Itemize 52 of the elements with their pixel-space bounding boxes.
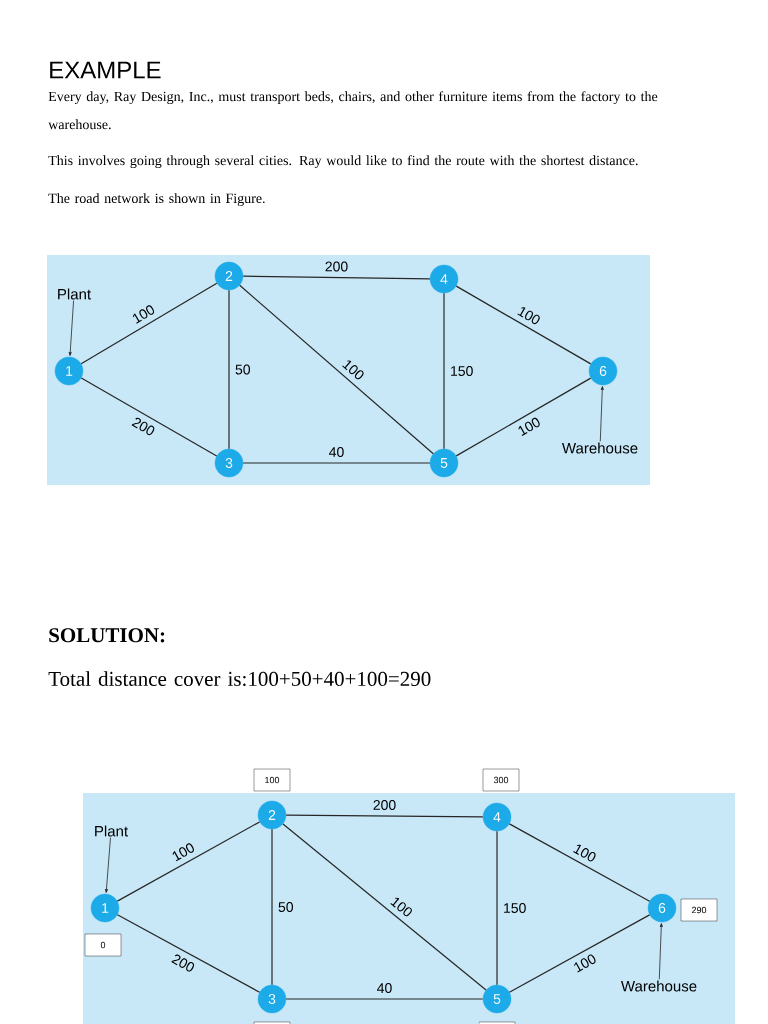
edge-label: 150: [449, 365, 475, 377]
edge-label: 100: [570, 841, 599, 865]
edge-label: 200: [169, 951, 198, 975]
value-box: 0: [84, 933, 122, 957]
road-line: [242, 275, 431, 280]
road-line: [228, 289, 230, 450]
paragraph: Every day, Ray Design, Inc., must transport beds, chairs, and other furniture items from the factory to the warehouse.: [48, 91, 658, 130]
arrow: [599, 386, 604, 442]
edge-label: 150: [502, 902, 528, 914]
road-line: [282, 823, 487, 991]
road-line: [80, 282, 218, 365]
value-box: [478, 1021, 516, 1024]
edge-label: 100: [339, 356, 367, 383]
edge-label: 200: [371, 799, 398, 811]
edge-label: 100: [515, 415, 543, 438]
road-line: [496, 830, 498, 986]
edge-label: 100: [570, 951, 599, 975]
edge-label: 100: [169, 840, 198, 864]
sentence: Total distance cover is:100+50+40+100=290: [48, 671, 431, 687]
heading: EXAMPLE: [50, 61, 161, 79]
place-label: Warehouse: [621, 980, 697, 992]
road-line: [285, 998, 484, 1000]
road-line: [455, 285, 592, 365]
road-line: [116, 821, 261, 902]
value-box: 100: [253, 768, 291, 792]
road-line: [80, 377, 218, 457]
arrow: [658, 923, 663, 980]
paragraph: The road network is shown in Figure.: [48, 193, 265, 206]
section-heading: SOLUTION:: [49, 628, 165, 643]
road-line: [455, 377, 592, 457]
road-line: [242, 462, 431, 464]
place-label: Plant: [95, 825, 128, 837]
edge-label: 100: [129, 302, 158, 326]
place-label: Plant: [58, 288, 91, 300]
road-line: [116, 914, 261, 993]
arrow: [104, 837, 111, 893]
road-line: [508, 823, 651, 902]
road-line: [271, 828, 273, 986]
road-line: [239, 284, 434, 455]
road-line: [508, 914, 651, 993]
value-box: 300: [482, 768, 520, 792]
edge-label: 50: [277, 901, 295, 913]
arrow: [68, 300, 74, 356]
edge-label: 200: [129, 415, 158, 438]
value-box: [253, 1021, 291, 1024]
edge-label: 100: [515, 304, 543, 327]
value-box: 290: [680, 898, 718, 922]
road-line: [443, 292, 445, 450]
place-label: Warehouse: [562, 442, 638, 454]
road-line: [285, 814, 484, 818]
edge-label: 100: [388, 894, 416, 920]
paragraph: This involves going through several cities. Ray would like to find the route with the shortest distance.: [48, 155, 638, 169]
